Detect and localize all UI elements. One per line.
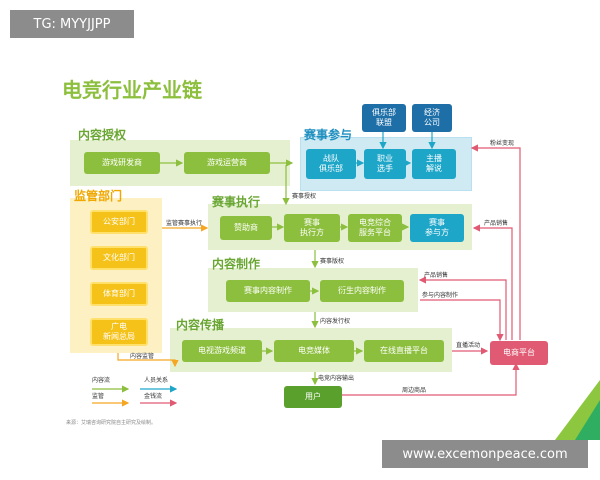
watermark-top: TG: MYYJJPP — [10, 10, 134, 38]
arrow-ecommerce-participant — [472, 224, 513, 340]
arrow-production-ecommerce — [420, 299, 504, 342]
label-fans-monetization: 粉丝变现 — [490, 140, 515, 147]
section-event-participation: 赛事参与 — [304, 128, 353, 142]
node-public-security: 公安部门 — [90, 210, 148, 234]
source-note: 来源：艾瑞咨询研究院自主研究及绘制。 — [66, 420, 157, 426]
label-live-activity: 直播活动 — [456, 342, 481, 349]
node-event-content-production: 赛事内容制作 — [226, 280, 310, 302]
node-event-organizer: 赛事 执行方 — [284, 214, 340, 242]
legend-supervision: 监管 — [92, 393, 105, 400]
label-content-distribution-rights: 内容发行权 — [320, 318, 351, 325]
label-participate-production: 参与内容制作 — [422, 292, 459, 299]
label-peripheral-products: 周边商品 — [402, 387, 427, 394]
node-economic-company: 经济 公司 — [412, 104, 452, 132]
node-radio-tv: 广电 新闻总局 — [90, 318, 148, 346]
label-product-sales-2: 产品销售 — [424, 272, 449, 279]
legend-content-flow-1: 内容流 — [92, 377, 111, 384]
diagram-title: 电竞行业产业链 — [62, 78, 202, 102]
node-culture-dept: 文化部门 — [90, 246, 148, 270]
label-event-rights: 赛事版权 — [320, 258, 345, 265]
label-content-output: 电竞内容输出 — [318, 375, 355, 382]
node-host-commentator: 主播 解说 — [412, 149, 456, 179]
node-game-developer: 游戏研发商 — [84, 152, 160, 174]
node-club-league: 俱乐部 联盟 — [362, 104, 406, 132]
arrow-user-ecommerce — [342, 362, 520, 396]
node-pro-player: 职业 选手 — [364, 149, 406, 179]
node-sponsor: 赞助商 — [220, 216, 272, 240]
label-product-sales-1: 产品销售 — [484, 220, 509, 227]
label-event-authorization: 赛事授权 — [292, 193, 317, 200]
node-tv-game-channel: 电视游戏频道 — [182, 340, 262, 362]
node-sports-dept: 体育部门 — [90, 282, 148, 306]
watermark-bottom: www.excemonpeace.com — [382, 440, 588, 468]
legend-personnel-relation: 人员关系 — [144, 377, 169, 384]
node-derivative-content: 衍生内容制作 — [320, 280, 404, 302]
section-content-license: 内容授权 — [78, 128, 127, 142]
node-game-operator: 游戏运营商 — [184, 152, 270, 174]
node-team-club: 战队 俱乐部 — [306, 149, 356, 179]
section-content-production: 内容制作 — [212, 257, 261, 271]
arrow-supervise-content — [117, 353, 179, 368]
node-esports-media: 电竞媒体 — [274, 340, 354, 362]
section-supervision: 监管部门 — [74, 189, 123, 203]
section-content-distribution: 内容传播 — [176, 318, 225, 332]
arrow-ecommerce-production — [418, 276, 507, 340]
node-event-participant: 赛事 参与方 — [410, 214, 464, 242]
node-ecommerce-platform: 电商平台 — [490, 341, 548, 365]
legend-capital-flow: 金钱流 — [144, 393, 163, 400]
arrow-ecommerce-fans — [470, 144, 521, 340]
node-live-platform: 在线直播平台 — [364, 340, 444, 362]
label-content-supervision: 内容监管 — [130, 353, 155, 360]
section-event-execution: 赛事执行 — [212, 195, 261, 209]
node-esports-platform: 电竞综合 服务平台 — [348, 214, 402, 242]
node-user: 用户 — [284, 386, 342, 408]
label-supervise-event-exec: 监管赛事执行 — [166, 220, 203, 227]
